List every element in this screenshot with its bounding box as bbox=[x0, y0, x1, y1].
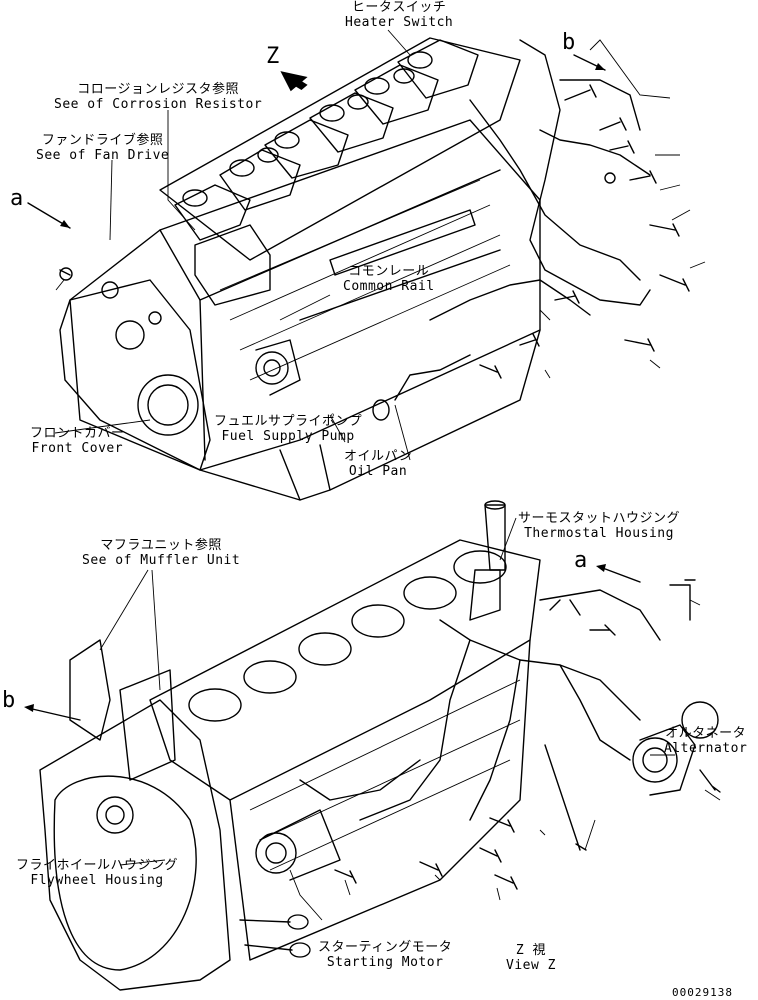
alternator-en: Alternator bbox=[664, 741, 748, 756]
fuel-supply-pump-label: フュエルサプライポンプ Fuel Supply Pump bbox=[214, 414, 362, 444]
corrosion-resistor-label: コロージョンレジスタ参照 See of Corrosion Resistor bbox=[54, 82, 262, 112]
oil-pan-en: Oil Pan bbox=[348, 464, 408, 479]
starting-motor-en: Starting Motor bbox=[326, 955, 444, 970]
drawing-number: 00029138 bbox=[672, 986, 733, 999]
view-z-jp: Z 視 bbox=[515, 943, 547, 958]
view-z-label: Z 視 View Z bbox=[506, 943, 556, 973]
a-marker-top: a bbox=[10, 186, 24, 211]
heater-switch-jp: ヒータスイッチ bbox=[351, 0, 447, 15]
b-marker-bottom: b bbox=[2, 688, 16, 713]
oil-pan-label: オイルパン Oil Pan bbox=[344, 449, 412, 479]
starting-motor-label: スターティングモータ Starting Motor bbox=[318, 940, 452, 970]
thermostat-housing-en: Thermostal Housing bbox=[524, 526, 674, 541]
heater-switch-label: ヒータスイッチ Heater Switch bbox=[345, 0, 453, 30]
oil-pan-jp: オイルパン bbox=[344, 449, 413, 464]
thermostat-housing-jp: サーモスタットハウジング bbox=[518, 511, 681, 526]
z-marker: Z bbox=[266, 44, 280, 69]
top-engine-drawing bbox=[27, 29, 706, 501]
flywheel-housing-en: Flywheel Housing bbox=[30, 873, 164, 888]
alternator-label: オルタネータ Alternator bbox=[664, 726, 747, 756]
fan-drive-label: ファンドライブ参照 See of Fan Drive bbox=[36, 133, 169, 163]
thermostat-housing-label: サーモスタットハウジング Thermostal Housing bbox=[518, 511, 680, 541]
common-rail-en: Common Rail bbox=[343, 279, 435, 294]
corrosion-resistor-jp: コロージョンレジスタ参照 bbox=[77, 82, 239, 97]
bottom-engine-drawing bbox=[24, 500, 721, 991]
corrosion-resistor-en: See of Corrosion Resistor bbox=[54, 97, 263, 112]
a-marker-bottom: a bbox=[574, 548, 588, 573]
fan-drive-en: See of Fan Drive bbox=[36, 148, 170, 163]
fuel-supply-pump-jp: フュエルサプライポンプ bbox=[214, 414, 363, 429]
muffler-unit-label: マフラユニット参照 See of Muffler Unit bbox=[82, 538, 240, 568]
common-rail-label: コモンレール Common Rail bbox=[343, 264, 435, 294]
heater-switch-en: Heater Switch bbox=[345, 15, 454, 30]
starting-motor-jp: スターティングモータ bbox=[318, 940, 453, 955]
front-cover-label: フロントカバー Front Cover bbox=[30, 426, 125, 456]
front-cover-jp: フロントカバー bbox=[30, 426, 125, 441]
b-marker-top: b bbox=[562, 30, 576, 55]
fuel-supply-pump-en: Fuel Supply Pump bbox=[221, 429, 355, 444]
muffler-unit-en: See of Muffler Unit bbox=[82, 553, 241, 568]
view-z-en: View Z bbox=[506, 958, 556, 973]
alternator-jp: オルタネータ bbox=[665, 726, 747, 741]
flywheel-housing-label: フライホイールハウジング Flywheel Housing bbox=[16, 858, 178, 888]
front-cover-en: Front Cover bbox=[31, 441, 124, 456]
muffler-unit-jp: マフラユニット参照 bbox=[100, 538, 222, 553]
common-rail-jp: コモンレール bbox=[348, 264, 430, 279]
fan-drive-jp: ファンドライブ参照 bbox=[41, 133, 164, 148]
flywheel-housing-jp: フライホイールハウジング bbox=[16, 858, 179, 873]
